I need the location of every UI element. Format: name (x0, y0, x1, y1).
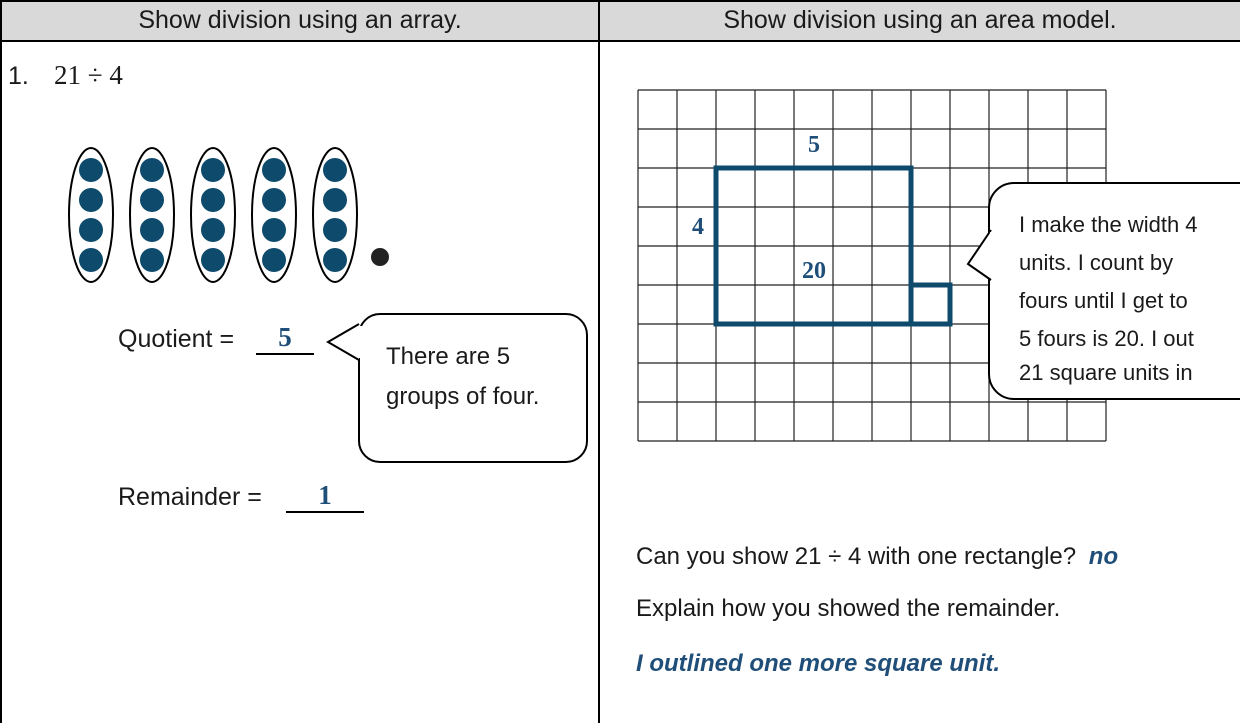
speech-bubble-left: There are 5 groups of four. (358, 313, 588, 463)
area-width-label: 4 (692, 214, 704, 240)
bubble-right-line3: fours until I get to (1019, 288, 1188, 313)
array-dot (262, 218, 286, 242)
remainder-underline (286, 511, 364, 513)
array-dot (201, 158, 225, 182)
array-dot (323, 248, 347, 272)
array-dot (201, 248, 225, 272)
bubble-right-line4: 5 fours is 20. I out (1019, 326, 1194, 351)
bubble-right-pointer (966, 229, 994, 281)
group-oval (190, 147, 236, 283)
remainder-label: Remainder = (118, 483, 262, 511)
group-oval (312, 147, 358, 283)
quotient-underline (256, 353, 314, 355)
array-drawing (68, 147, 389, 283)
array-dot (79, 218, 103, 242)
array-dot (201, 188, 225, 212)
header-left-text: Show division using an array. (138, 5, 462, 34)
column-divider (598, 0, 600, 723)
bubble-left-line1: There are 5 (386, 343, 511, 370)
array-dot (140, 218, 164, 242)
table-left-border (0, 0, 2, 723)
question-one-row: Can you show 21 ÷ 4 with one rectangle? … (636, 543, 1118, 571)
array-dot (262, 248, 286, 272)
bubble-right-line2: units. I count by (1019, 250, 1174, 275)
bubble-right-line5: 21 square units in (1019, 360, 1193, 385)
area-product-label: 20 (802, 258, 826, 284)
question-two: Explain how you showed the remainder. (636, 595, 1061, 622)
bubble-right-line1: I make the width 4 (1019, 212, 1198, 237)
array-dot (140, 158, 164, 182)
leftover-dot (371, 248, 389, 266)
group-oval (68, 147, 114, 283)
group-oval (251, 147, 297, 283)
question-one-answer: no (1088, 543, 1119, 570)
speech-bubble-right: I make the width 4 units. I count by fou… (988, 182, 1240, 400)
array-dot (79, 158, 103, 182)
array-dot (79, 188, 103, 212)
remainder-square (908, 282, 953, 327)
array-dot (323, 158, 347, 182)
bubble-left-line2: groups of four. (386, 383, 540, 410)
header-right-text: Show division using an area model. (723, 5, 1117, 34)
header-left: Show division using an array. (0, 0, 600, 40)
problem-expression: 21 ÷ 4 (54, 60, 123, 90)
quotient-label: Quotient = (118, 325, 235, 353)
header-bottom-border (0, 40, 1240, 42)
bubble-left-pointer (326, 323, 362, 361)
array-dot (201, 218, 225, 242)
array-dot (262, 158, 286, 182)
array-dot (262, 188, 286, 212)
array-dot (323, 188, 347, 212)
quotient-answer: 5 (278, 322, 292, 352)
problem-number: 1. (8, 62, 29, 90)
array-dot (323, 218, 347, 242)
array-dot (140, 248, 164, 272)
question-two-answer: I outlined one more square unit. (636, 650, 1001, 677)
array-dot (79, 248, 103, 272)
table-top-border (0, 0, 1240, 2)
area-rectangle (713, 165, 914, 327)
group-oval (129, 147, 175, 283)
header-right: Show division using an area model. (600, 0, 1240, 40)
array-dot (140, 188, 164, 212)
question-one: Can you show 21 ÷ 4 with one rectangle? (636, 543, 1077, 570)
remainder-answer: 1 (318, 480, 332, 510)
area-length-label: 5 (808, 132, 820, 158)
